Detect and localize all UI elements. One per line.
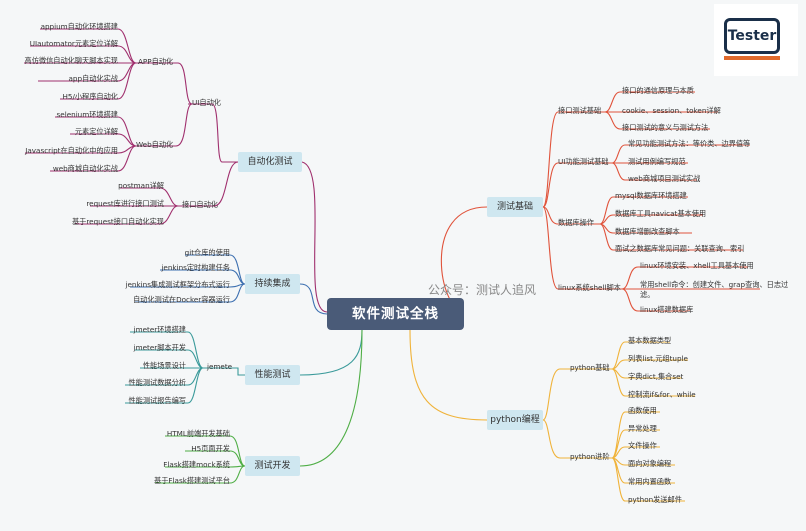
logo-underline: [724, 56, 780, 60]
node-jemete[interactable]: jemete: [207, 362, 233, 371]
leaf-item[interactable]: 高仿微信自动化聊天脚本实现: [24, 56, 118, 65]
node-api-basics[interactable]: 接口测试基础: [558, 106, 602, 115]
leaf-item[interactable]: 性能测试报告编写: [128, 396, 186, 405]
leaf-item[interactable]: jmeter脚本开发: [133, 343, 186, 352]
leaf-item[interactable]: 元素定位详解: [74, 127, 118, 136]
leaf-item[interactable]: 接口的通信原理与本质: [622, 86, 694, 95]
leaf-item[interactable]: H5/小程序自动化: [62, 92, 118, 101]
node-db[interactable]: 数据库操作: [558, 218, 594, 227]
leaf-item[interactable]: 性能测试数据分析: [128, 378, 186, 387]
leaf-item[interactable]: 面试之数据库常见问题：关联查询、索引: [615, 244, 745, 253]
leaf-item[interactable]: 常见功能测试方法：等价类、边界值等: [628, 139, 751, 148]
node-app-automation[interactable]: APP自动化: [138, 57, 174, 66]
leaf-item[interactable]: request库进行接口测试: [86, 199, 164, 208]
leaf-item[interactable]: python发送邮件: [628, 495, 682, 504]
node-linux[interactable]: linux系统shell脚本: [558, 283, 621, 292]
leaf-item[interactable]: 控制流if&for、while: [628, 390, 696, 399]
branch-ci[interactable]: 持续集成: [245, 274, 300, 294]
leaf-item[interactable]: postman详解: [118, 181, 164, 190]
branch-python[interactable]: python编程: [487, 410, 543, 430]
leaf-item[interactable]: 列表list,元组tuple: [628, 354, 688, 363]
leaf-item[interactable]: 常用shell命令：创建文件、grap查询、日志过: [640, 280, 789, 289]
leaf-item[interactable]: cookie、session、token详解: [622, 106, 721, 115]
leaf-item[interactable]: jenkins定时构建任务: [161, 263, 230, 272]
dev-connectors: [155, 329, 363, 484]
node-python-basic[interactable]: python基础: [570, 363, 610, 372]
watermark-text: 公众号：测试人追风: [428, 283, 537, 297]
node-ui-basics[interactable]: UI功能测试基础: [558, 157, 609, 166]
leaf-item[interactable]: 面向对象编程: [628, 459, 672, 468]
leaf-item[interactable]: H5页面开发: [191, 444, 230, 453]
leaf-item[interactable]: web商城自动化实战: [52, 164, 118, 173]
node-python-adv[interactable]: python进阶: [570, 452, 610, 461]
leaf-item[interactable]: 字典dict,集合set: [628, 372, 684, 381]
branch-dev[interactable]: 测试开发: [245, 456, 300, 476]
tester-logo: Tester: [714, 4, 798, 76]
automation-connectors: [24, 28, 328, 313]
leaf-item[interactable]: 数据库增删改查脚本: [615, 227, 680, 236]
leaf-item[interactable]: 基本数据类型: [628, 336, 672, 345]
leaf-item[interactable]: 基于Flask搭建测试平台: [154, 476, 230, 485]
leaf-item[interactable]: mysql数据库环境搭建: [615, 191, 687, 200]
leaf-item[interactable]: jmeter环境搭建: [133, 325, 186, 334]
node-web-automation[interactable]: Web自动化: [136, 140, 174, 149]
leaf-item[interactable]: HTML前端开发基础: [166, 429, 230, 438]
leaf-item[interactable]: git仓库的使用: [184, 248, 230, 257]
branch-automation[interactable]: 自动化测试: [238, 152, 302, 172]
leaf-item[interactable]: 常用内置函数: [628, 477, 672, 486]
leaf-item[interactable]: UIautomator元素定位详解: [29, 39, 118, 48]
ci-connectors: [130, 254, 328, 315]
leaf-item[interactable]: 测试用例编写规范: [628, 157, 686, 166]
leaf-item[interactable]: 文件操作: [628, 441, 657, 450]
python-connectors: [409, 329, 695, 502]
leaf-item[interactable]: web商城项目测试实战: [628, 174, 701, 183]
node-ui-automation[interactable]: UI自动化: [192, 98, 221, 107]
tester-logo-text: Tester: [724, 18, 780, 54]
leaf-item[interactable]: appium自动化环境搭建: [40, 22, 118, 31]
leaf-item[interactable]: jenkins集成测试框架分布式运行: [125, 280, 231, 289]
leaf-item-wrap: 滤。: [640, 290, 655, 299]
leaf-item[interactable]: 函数使用: [628, 406, 657, 415]
leaf-item[interactable]: 自动化测试在Docker容器运行: [132, 295, 230, 304]
leaf-item[interactable]: 基于request接口自动化实现: [71, 217, 164, 226]
leaf-item[interactable]: 数据库工具navicat基本使用: [615, 209, 707, 218]
branch-basics[interactable]: 测试基础: [487, 197, 543, 217]
basics-connectors: [440, 91, 760, 313]
leaf-item[interactable]: Flask搭建mock系统: [163, 460, 230, 469]
branch-perf[interactable]: 性能测试: [245, 365, 300, 385]
leaf-item[interactable]: Javascript在自动化中的应用: [25, 146, 118, 155]
leaf-item[interactable]: app自动化实战: [68, 74, 118, 83]
leaf-item[interactable]: 性能场景设计: [142, 361, 186, 370]
center-node[interactable]: 软件测试全栈: [327, 298, 464, 330]
leaf-item[interactable]: linux环境安装、xhell工具基本使用: [640, 261, 754, 270]
leaf-item[interactable]: 异常处理: [628, 424, 657, 433]
leaf-item[interactable]: selenium环境搭建: [56, 110, 118, 119]
leaf-item[interactable]: 接口测试的意义与测试方法: [622, 123, 709, 132]
leaf-item[interactable]: linux搭建数据库: [640, 305, 694, 314]
node-api-automation[interactable]: 接口自动化: [182, 200, 218, 209]
